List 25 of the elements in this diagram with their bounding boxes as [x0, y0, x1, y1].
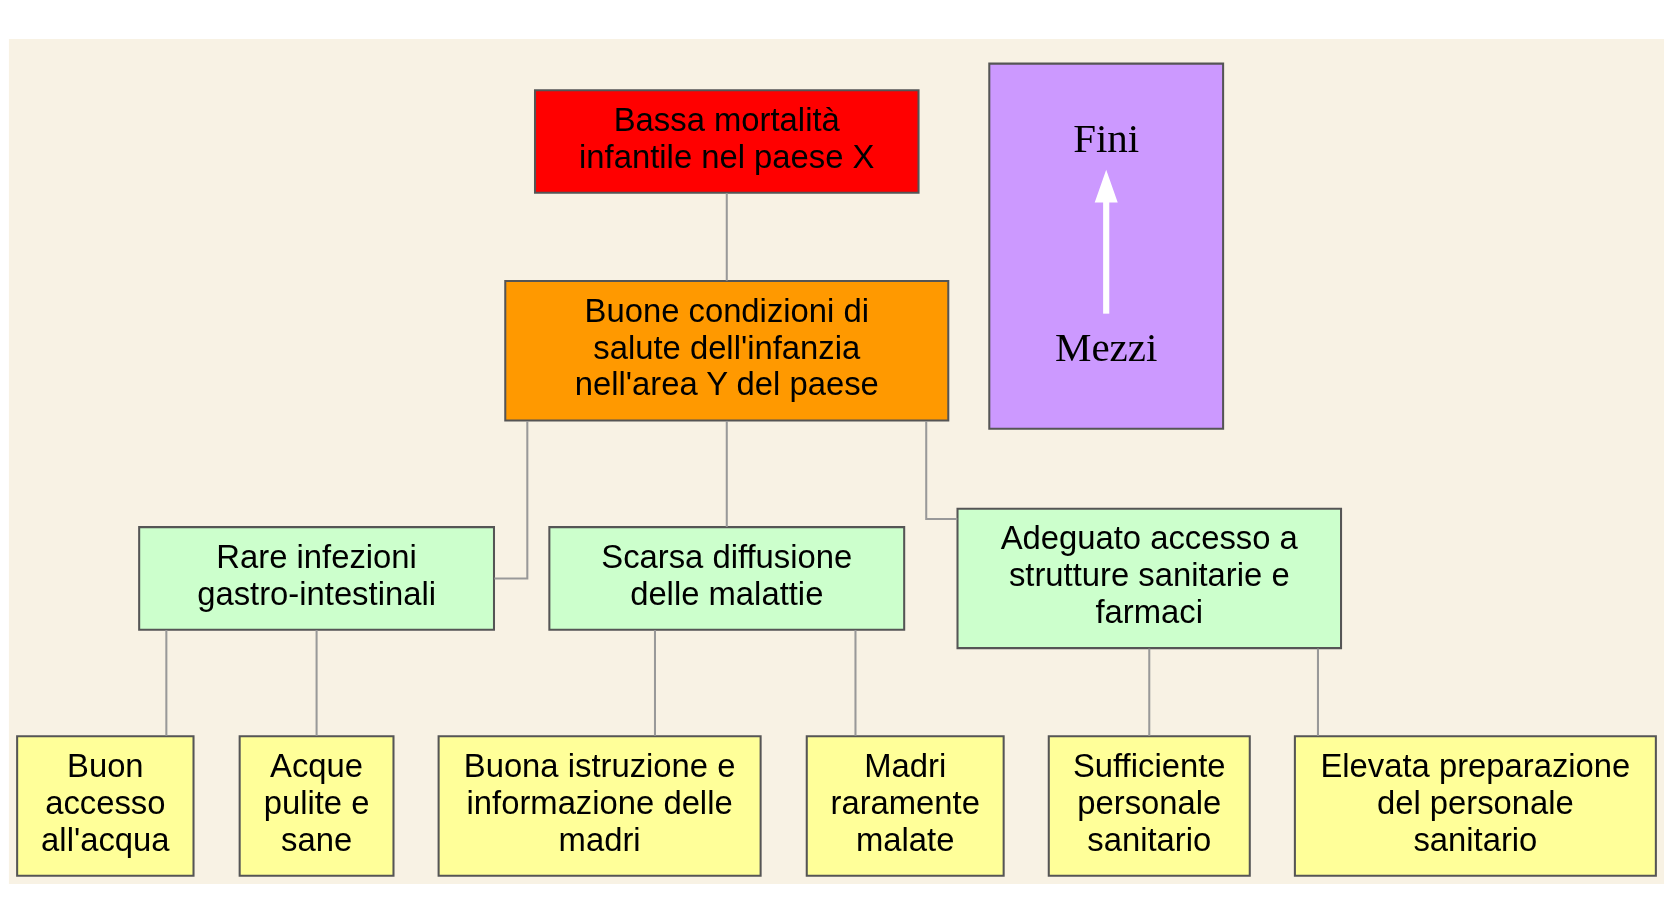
connector — [315, 630, 318, 736]
node-box: Madri raramente malate — [805, 735, 1005, 877]
node-box: Bassa mortalità infantile nel paese X — [534, 89, 920, 194]
node-box: Buona istruzione e informazione delle madri — [437, 735, 762, 877]
connector — [653, 630, 656, 736]
connector — [725, 193, 728, 281]
node-box: Sufficiente personale sanitario — [1047, 735, 1251, 877]
node-box: Acque pulite e sane — [238, 735, 395, 877]
node-box: Elevata preparazione del personale sanitario — [1293, 735, 1657, 877]
node-text: Mezzi — [1054, 324, 1158, 370]
connector — [1316, 648, 1319, 736]
cluster — [988, 62, 1225, 430]
node-text: Fini — [1073, 114, 1140, 161]
node-box: Buone condizioni di salute dell'infanzia nell'area Y del paese — [504, 280, 950, 422]
connector — [165, 630, 168, 736]
connector — [494, 420, 529, 580]
arrow — [1094, 169, 1118, 314]
node-box: Scarsa diffusione delle malattie — [548, 526, 906, 631]
connector — [1148, 648, 1151, 736]
node-box: Rare infezioni gastro-intestinali — [138, 526, 495, 631]
node-box: Buon accesso all'acqua — [16, 735, 195, 877]
connector — [925, 421, 958, 520]
connector — [725, 420, 728, 527]
node-box: Adeguato accesso a strutture sanitarie e farmaci — [956, 507, 1343, 650]
connector — [854, 630, 857, 736]
